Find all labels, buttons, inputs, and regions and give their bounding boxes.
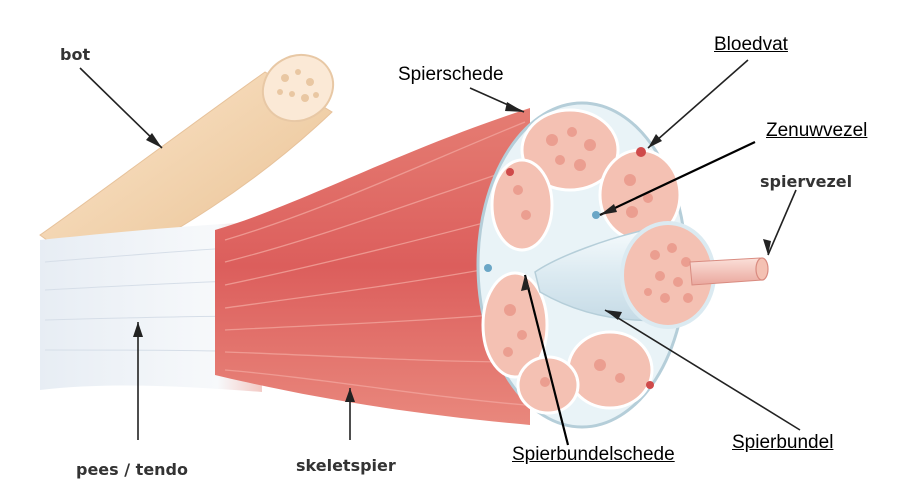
muscle-fiber xyxy=(689,257,763,286)
label-bot: bot xyxy=(60,45,91,64)
label-zenuwvezel: Zenuwvezel xyxy=(766,120,868,141)
arrowheads xyxy=(133,102,771,402)
bone-cut-end xyxy=(261,53,335,123)
label-pees-tendo: pees / tendo xyxy=(76,460,188,479)
muscle-belly xyxy=(215,108,530,425)
leader-lines xyxy=(79,59,801,440)
label-spierbundelschede: Spierbundelschede xyxy=(512,444,675,465)
label-skeletspier: skeletspier xyxy=(296,456,396,475)
label-spierbundel: Spierbundel xyxy=(732,432,834,453)
blood-vessel-dot xyxy=(636,147,646,157)
label-bloedvat: Bloedvat xyxy=(714,34,788,55)
nerve-fiber-dot xyxy=(592,211,600,219)
label-spierschede: Spierschede xyxy=(398,64,504,85)
tendon xyxy=(40,222,262,392)
label-spiervezel: spiervezel xyxy=(760,172,853,191)
